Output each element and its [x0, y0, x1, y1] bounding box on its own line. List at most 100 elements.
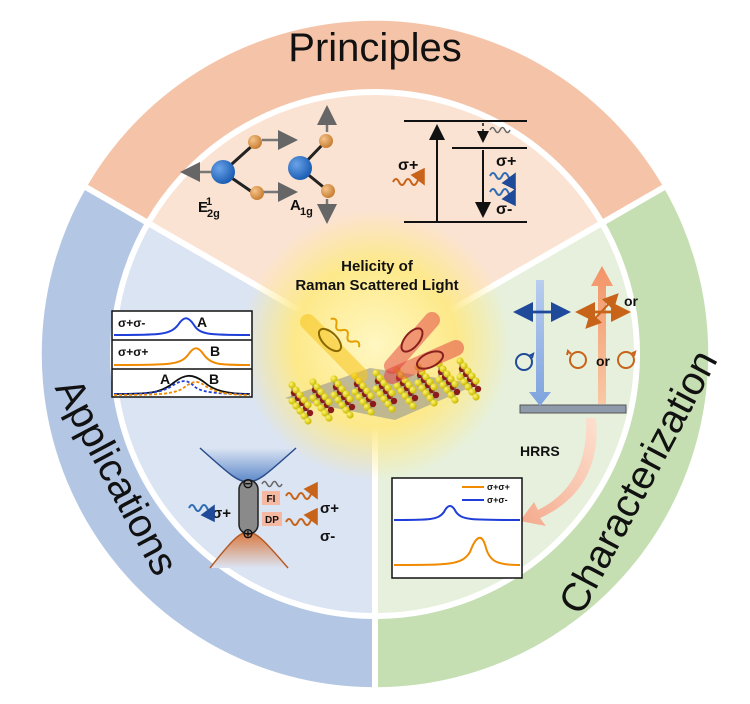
- band-structure-diagram: ⊖ ⊕ σ+ FI DP σ+ σ-: [188, 447, 339, 569]
- dp-tag-bg: [262, 512, 282, 526]
- chalcogen-atom: [439, 381, 447, 389]
- conduction-band: [200, 448, 296, 482]
- chalcogen-atom-bottom: [250, 186, 264, 200]
- hrrs-spectra-panel: σ+σ+ σ+σ-: [391, 477, 523, 579]
- chalcogen-atom-top: [319, 134, 333, 148]
- chalcogen-atom: [300, 396, 308, 404]
- a1g-label: A: [290, 197, 301, 214]
- spectrum2-peak-label: B: [210, 343, 220, 359]
- legend-same-helicity: σ+σ+: [487, 482, 510, 492]
- hole-charge: ⊕: [242, 525, 254, 541]
- fi-tag: FI: [267, 494, 276, 505]
- metal-atom: [348, 403, 356, 411]
- energy-level-diagram: σ+ σ+ σ-: [392, 120, 527, 223]
- chalcogen-atom: [325, 414, 333, 422]
- chalcogen-atom: [351, 388, 359, 396]
- spectrum-sigma-plus-plus: [113, 347, 251, 366]
- chalcogen-atom: [346, 395, 354, 403]
- chalcogen-atom: [367, 392, 375, 400]
- chalcogen-atom: [409, 402, 417, 410]
- chalcogen-atom: [430, 383, 438, 391]
- chalcogen-atom: [468, 388, 476, 396]
- chalcogen-atom: [338, 385, 346, 393]
- chalcogen-atom: [292, 386, 300, 394]
- section-title-principles: Principles: [288, 26, 461, 70]
- chalcogen-atom: [380, 379, 388, 387]
- metal-atom: [306, 409, 314, 417]
- chalcogen-atom: [363, 403, 371, 411]
- chalcogen-atom: [451, 380, 459, 388]
- chalcogen-atom: [393, 382, 401, 390]
- chalcogen-atom: [430, 399, 438, 407]
- metal-atom: [369, 400, 377, 408]
- circular-pol-scattered-icon-1: [569, 351, 587, 369]
- chalcogen-atom: [342, 406, 350, 414]
- scattered-beam-right-1: [384, 312, 440, 374]
- incident-helicity-label: σ+: [398, 157, 418, 174]
- chalcogen-atom: [296, 391, 304, 399]
- chalcogen-atom: [447, 391, 455, 399]
- chalcogen-atom: [355, 393, 363, 401]
- fi-tag-bg: [262, 491, 280, 505]
- chalcogen-atom: [309, 378, 317, 386]
- chalcogen-atom: [338, 401, 346, 409]
- incident-beam-arrow: [529, 280, 551, 406]
- chalcogen-atom: [464, 383, 472, 391]
- metal-atom: [390, 397, 398, 405]
- hrrs-label: HRRS: [520, 443, 560, 459]
- metal-atom: [211, 160, 235, 184]
- band-out-plus-label: σ+: [320, 500, 339, 517]
- chalcogen-atom: [472, 377, 480, 385]
- same-helicity-label: σ+: [496, 153, 516, 170]
- chalcogen-atom: [334, 396, 342, 404]
- chalcogen-atom: [372, 369, 380, 377]
- chalcogen-atom: [384, 384, 392, 392]
- chalcogen-atom: [376, 390, 384, 398]
- incident-beam-left: [300, 314, 368, 383]
- polarization-setup-diagram: or or: [513, 266, 639, 414]
- chalcogen-atom: [321, 409, 329, 417]
- center-title-line1: Helicity of: [341, 258, 414, 275]
- electron-charge: ⊖: [242, 475, 254, 491]
- chalcogen-atom: [313, 383, 321, 391]
- chalcogen-atom: [388, 389, 396, 397]
- spectrum2-label: σ+σ+: [118, 345, 148, 359]
- chalcogen-atom: [346, 411, 354, 419]
- helicity-spectra-panel: σ+σ- A σ+σ+ B A B: [111, 310, 253, 398]
- chalcogen-atom: [300, 412, 308, 420]
- chalcogen-atom: [309, 394, 317, 402]
- a1g-subscript: 1g: [300, 206, 313, 218]
- chalcogen-atom: [288, 397, 296, 405]
- chalcogen-atom: [456, 373, 464, 381]
- center-glow: [240, 210, 510, 480]
- chalcogen-atom: [317, 404, 325, 412]
- chalcogen-atom: [422, 373, 430, 381]
- chalcogen-atom: [418, 384, 426, 392]
- metal-atom: [453, 388, 461, 396]
- chalcogen-atom: [443, 386, 451, 394]
- chalcogen-atom-top: [248, 135, 262, 149]
- chalcogen-atom: [313, 399, 321, 407]
- chalcogen-atom: [376, 374, 384, 382]
- chalcogen-atom: [330, 391, 338, 399]
- a1g-mode-diagram: A 1g: [288, 105, 337, 224]
- chalcogen-atom: [384, 400, 392, 408]
- chalcogen-atom: [363, 387, 371, 395]
- band-out-minus-label: σ-: [320, 528, 335, 545]
- circular-pol-incident-icon: [515, 353, 533, 371]
- chalcogen-atom: [367, 408, 375, 416]
- scattered-beam-arrow: [591, 266, 613, 404]
- e2g-mode-diagram: E 1 2g: [180, 130, 298, 220]
- legend-opposite-helicity: σ+σ-: [487, 495, 508, 505]
- chalcogen-atom: [426, 378, 434, 386]
- metal-atom: [432, 391, 440, 399]
- spectrum3-peak-b-label: B: [209, 371, 219, 387]
- chalcogen-atom: [401, 392, 409, 400]
- valence-band: [210, 532, 288, 568]
- chalcogen-atom: [397, 387, 405, 395]
- chalcogen-atom: [426, 394, 434, 402]
- chalcogen-atom: [334, 380, 342, 388]
- chalcogen-atom: [405, 397, 413, 405]
